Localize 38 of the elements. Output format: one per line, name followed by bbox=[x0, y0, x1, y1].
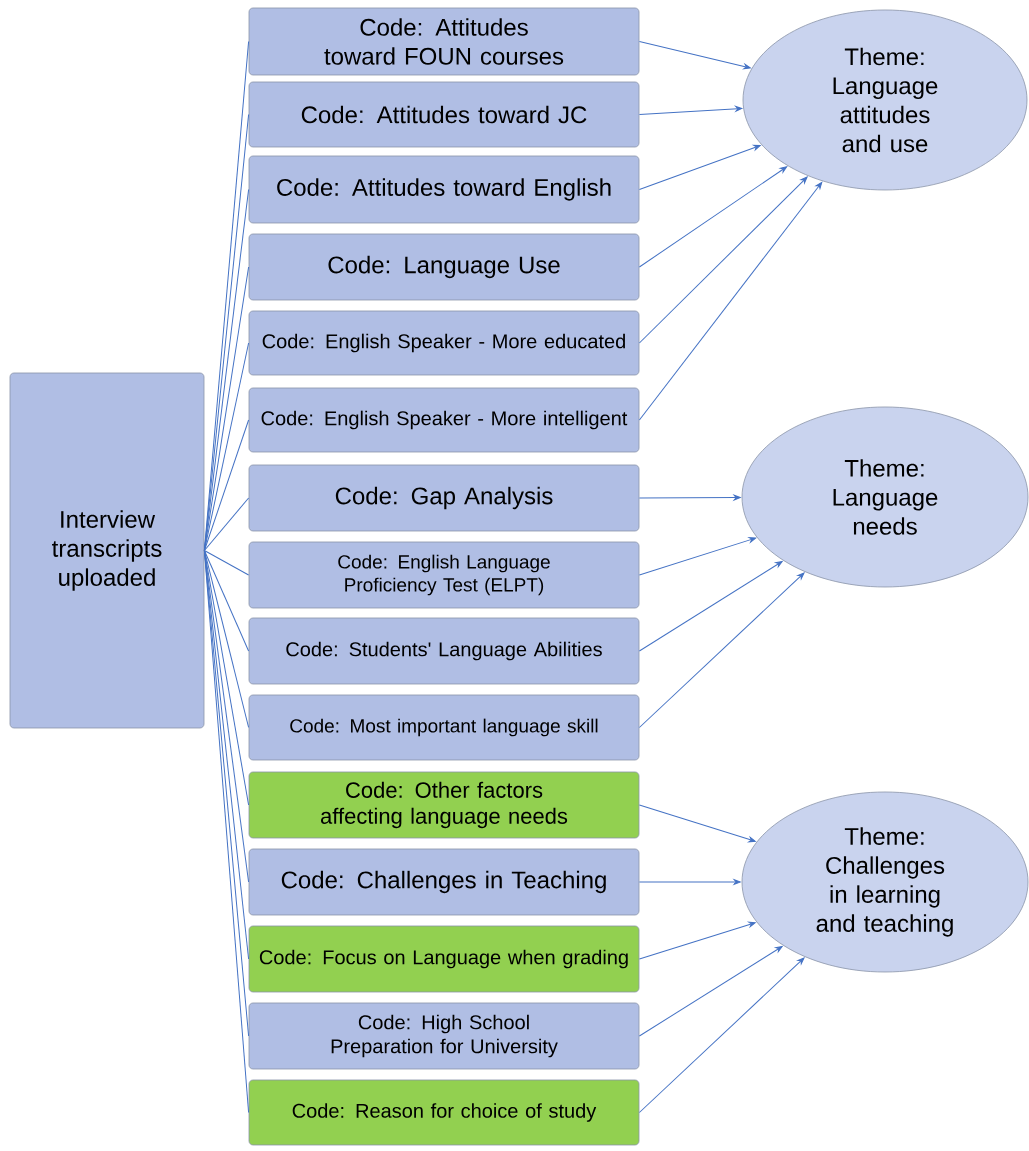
code-box: Code: High School Preparation for University bbox=[248, 1002, 640, 1070]
connector-line bbox=[203, 497, 250, 551]
arrow bbox=[638, 572, 805, 728]
code-box: Code: Attitudes toward FOUN courses bbox=[248, 7, 640, 76]
source-box: Interview transcripts uploaded bbox=[9, 372, 205, 729]
code-box: Code: Students' Language Abilities bbox=[248, 617, 640, 685]
connector-line bbox=[203, 419, 250, 551]
arrow bbox=[638, 804, 756, 843]
code-box: Code: Attitudes toward English bbox=[248, 155, 640, 224]
code-box: Code: Reason for choice of study bbox=[248, 1079, 640, 1146]
arrow bbox=[638, 879, 741, 885]
arrow bbox=[638, 957, 805, 1113]
arrow bbox=[638, 494, 741, 501]
code-box: Code: Challenges in Teaching bbox=[248, 848, 640, 916]
code-box: Code: Gap Analysis bbox=[248, 464, 640, 532]
arrow bbox=[638, 144, 761, 190]
code-box: Code: Language Use bbox=[248, 233, 640, 301]
arrow bbox=[638, 41, 751, 70]
arrow bbox=[638, 166, 788, 268]
arrow bbox=[638, 176, 808, 344]
connector-line bbox=[203, 550, 250, 576]
code-box: Code: Focus on Language when grading bbox=[248, 925, 640, 993]
connector-line bbox=[203, 550, 250, 652]
code-box: Code: English Language Proficiency Test (ELPT) bbox=[248, 541, 640, 609]
code-box: Code: Other factors affecting language needs bbox=[248, 771, 640, 839]
arrow bbox=[638, 105, 743, 115]
arrow bbox=[638, 537, 757, 576]
connector-line bbox=[203, 550, 250, 806]
arrow bbox=[638, 181, 823, 421]
code-box: Code: Attitudes toward JC bbox=[248, 81, 640, 148]
code-box: Code: English Speaker - More educated bbox=[248, 310, 640, 376]
code-box: Code: English Speaker - More intelligent bbox=[248, 387, 640, 453]
arrow bbox=[638, 921, 756, 960]
arrow bbox=[638, 560, 783, 652]
connector-line bbox=[203, 342, 250, 551]
arrow bbox=[638, 946, 783, 1037]
code-box: Code: Most important language skill bbox=[248, 694, 640, 761]
connector-line bbox=[203, 550, 250, 728]
